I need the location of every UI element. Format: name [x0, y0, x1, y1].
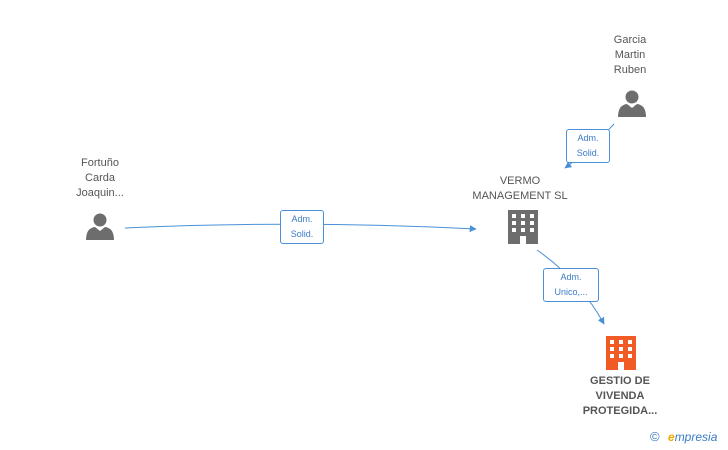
brand-logo: empresia: [668, 430, 717, 444]
edge-label-garcia-vermo: Adm. Solid.: [566, 129, 610, 163]
edge-label-vermo-gestio: Adm. Unico,...: [543, 268, 599, 302]
edge-label-fortuno-vermo: Adm. Solid.: [280, 210, 324, 244]
node-label-fortuno[interactable]: Fortuño Carda Joaquin...: [76, 157, 124, 199]
node-label-vermo[interactable]: VERMO MANAGEMENT SL: [472, 175, 568, 202]
building-icon[interactable]: [508, 210, 538, 244]
building-icon-highlighted[interactable]: [606, 336, 636, 370]
copyright-symbol: ©: [650, 429, 660, 444]
brand-rest: mpresia: [674, 430, 718, 444]
node-label-gestio[interactable]: GESTIO DE VIVENDA PROTEGIDA...: [582, 375, 658, 417]
node-label-garcia[interactable]: Garcia Martin Ruben: [613, 34, 647, 76]
person-icon[interactable]: [618, 90, 646, 118]
person-icon[interactable]: [86, 213, 114, 241]
brand-initial: e: [668, 430, 675, 444]
